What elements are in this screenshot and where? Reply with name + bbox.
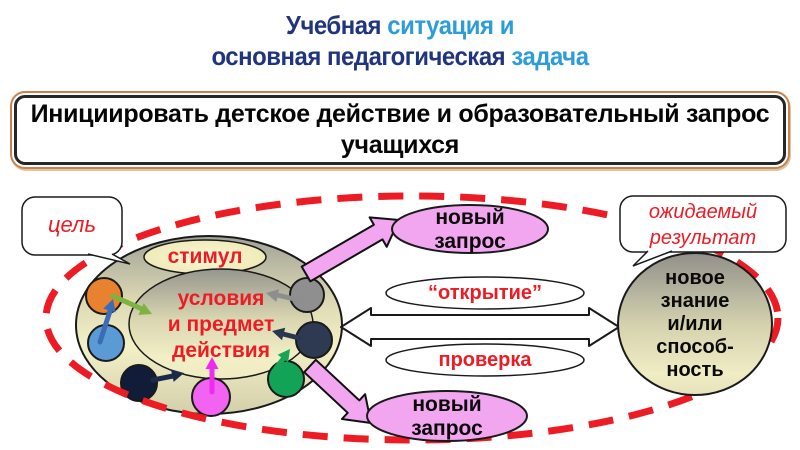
dashed-boundary-ellipse (42, 192, 782, 444)
new-knowledge-circle (617, 252, 773, 396)
new-request-bottom-ellipse (366, 390, 528, 442)
stimulus-label: стимул (167, 245, 243, 268)
title-line2-light: задача (505, 41, 589, 71)
arrow-to-request-bottom (303, 358, 372, 424)
discovery-label: “открытие” (427, 282, 543, 304)
double-arrow (340, 307, 620, 347)
dot-slate (295, 321, 333, 359)
title-line2-dark: основная педагогическая (211, 41, 506, 71)
title-line-1: Учебная ситуация и (32, 10, 768, 41)
check-ellipse (385, 343, 585, 377)
title-line-2: основная педагогическая задача (32, 41, 768, 72)
arrow-to-request-top (300, 216, 400, 283)
new-request-top-ellipse (391, 204, 549, 254)
slide-title: Учебная ситуация и основная педагогическ… (32, 10, 768, 72)
dot-green (267, 360, 305, 398)
discovery-ellipse (385, 276, 585, 310)
expected-result-callout (619, 195, 787, 267)
dot-navy (120, 364, 158, 402)
dot-gray (289, 277, 325, 313)
check-label: проверка (438, 349, 532, 371)
banner-box: Инициировать детское действие и образова… (10, 91, 790, 169)
title-line1-dark: Учебная (286, 10, 382, 40)
inward-arrows (97, 289, 306, 395)
banner-text: Инициировать детское действие и образова… (30, 100, 770, 159)
goal-callout (21, 196, 131, 265)
new-request-bottom-label: новый запрос (411, 393, 483, 440)
expected-result-label: ожидаемый результат (648, 201, 758, 249)
new-request-top-label: новый запрос (434, 206, 506, 253)
new-knowledge-label: новое знание и/или способ- ность (656, 267, 734, 381)
title-line1-light: ситуация и (381, 10, 514, 40)
goal-label: цель (47, 212, 97, 237)
banner-box-inner: Инициировать детское действие и образова… (14, 95, 786, 165)
conditions-label: условия и предмет действия (167, 287, 275, 362)
